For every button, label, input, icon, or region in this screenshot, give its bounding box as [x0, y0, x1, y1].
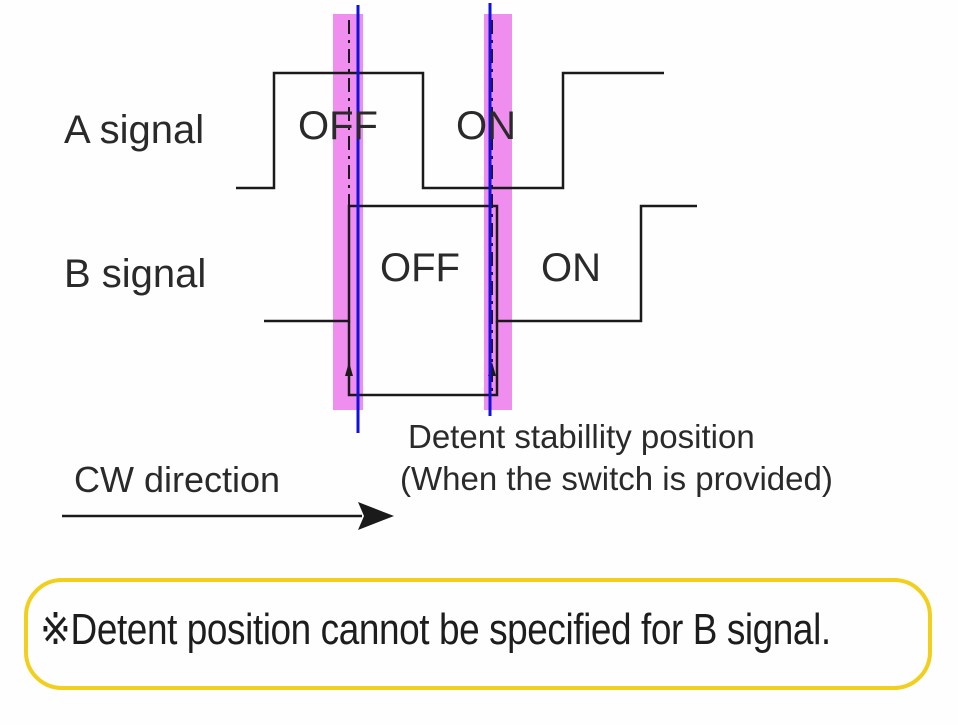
b-signal-waveform: [264, 204, 697, 323]
b-signal-label: B signal: [64, 252, 207, 296]
detent-caption-line2: (When the switch is provided): [400, 460, 833, 497]
a-signal-label: A signal: [64, 108, 205, 152]
note-box: [24, 578, 932, 690]
note-text: ※Detent position cannot be specified for…: [40, 605, 831, 654]
cw-direction-label: CW direction: [74, 459, 281, 500]
detent-bracket: [347, 321, 499, 397]
b-signal-state-on: ON: [541, 246, 601, 290]
detent-caption-line1: Detent stabillity position: [408, 418, 755, 455]
detent-arrow-left-icon: [345, 362, 353, 376]
b-signal-state-off: OFF: [380, 246, 460, 290]
a-signal-state-on: ON: [456, 104, 516, 148]
a-signal-state-off: OFF: [298, 104, 378, 148]
cw-arrow-head-icon: [358, 502, 394, 530]
a-signal-waveform: [236, 71, 664, 190]
